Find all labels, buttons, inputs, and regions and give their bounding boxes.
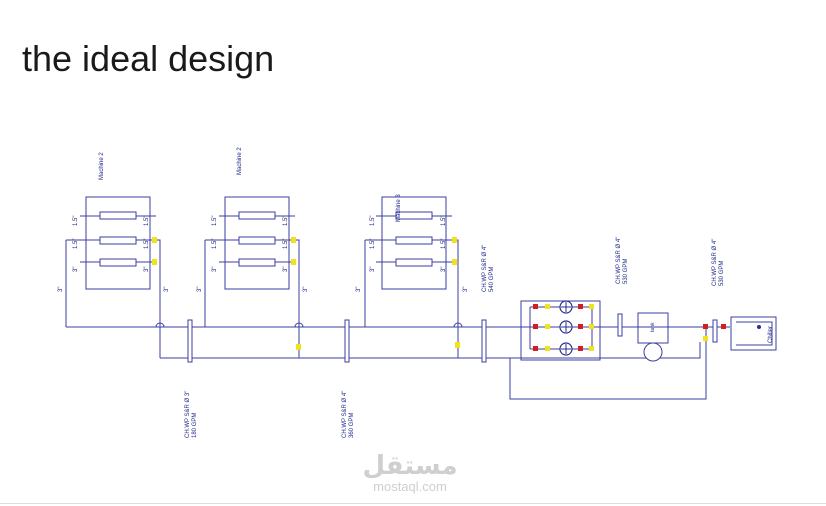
- machine-2-pipe-label-3: 3": [212, 267, 218, 272]
- spec-marker-5: [712, 319, 718, 343]
- crossover-3: [453, 322, 463, 328]
- svg-text:360 GPM: 360 GPM: [349, 413, 355, 438]
- svg-text:540 GPM: 540 GPM: [489, 267, 495, 292]
- pipe-spec-3: CH.WP S&R Ø 4" 540 GPM: [482, 245, 495, 292]
- machine-1-inlet-label: 3": [58, 287, 64, 292]
- machine-2-name: Machine 2: [237, 147, 243, 175]
- pipe-spec-5: CH.WP S&R Ø 4" 530 GPM: [712, 239, 725, 286]
- machine-1: [66, 196, 161, 358]
- chiller-label: Chiller: [768, 326, 774, 343]
- valve-yellow-1: [703, 336, 708, 341]
- svg-text:CH.WP S&R Ø 3": CH.WP S&R Ø 3": [185, 391, 191, 438]
- machine-3: [364, 196, 460, 358]
- svg-text:CH.WP S&R Ø 4": CH.WP S&R Ø 4": [712, 239, 718, 286]
- pipe-spec-4: CH.WP S&R Ø 4" 530 GPM: [616, 237, 629, 284]
- machine-2-pipe-label-1: 1.5": [212, 216, 218, 226]
- machine-3-outlet-label: 3": [463, 287, 469, 292]
- spec-marker-2: [344, 319, 350, 363]
- pump-skid: [520, 300, 601, 361]
- svg-text:180 GPM: 180 GPM: [192, 413, 198, 438]
- machine-1-outlet-label: 3": [164, 287, 170, 292]
- svg-text:CH.WP S&R Ø 4": CH.WP S&R Ø 4": [482, 245, 488, 292]
- valve-red-1: [703, 324, 708, 329]
- tank: [637, 312, 669, 362]
- pipe-spec-1: CH.WP S&R Ø 3" 180 GPM: [185, 391, 198, 438]
- watermark: مستقل mostaql.com: [350, 452, 470, 494]
- machine-1-pipe-label-1: 1.5": [73, 216, 79, 226]
- machine-1-right-label-2: 1.5": [144, 239, 150, 249]
- machine-3-pipe-label-1: 1.5": [370, 216, 376, 226]
- machine-2-inlet-label: 3": [197, 287, 203, 292]
- svg-text:CH.WP S&R Ø 4": CH.WP S&R Ø 4": [616, 237, 622, 284]
- spec-marker-4: [617, 313, 623, 337]
- machine-1-right-label-3: 3": [144, 267, 150, 272]
- svg-text:530 GPM: 530 GPM: [719, 261, 725, 286]
- bottom-divider: [0, 503, 826, 504]
- machine-2: [204, 196, 301, 358]
- watermark-arabic: مستقل: [362, 451, 458, 481]
- return-main-pipe: [160, 342, 701, 359]
- machine-3-inlet-label: 3": [356, 287, 362, 292]
- machine-2-right-label-1: 1.5": [283, 216, 289, 226]
- slide-title: the ideal design: [22, 38, 275, 79]
- tank-label: tank: [650, 322, 656, 332]
- chiller: [730, 316, 777, 351]
- pipe-spec-2: CH.WP S&R Ø 4" 360 GPM: [342, 391, 355, 438]
- valve-red-2: [721, 324, 726, 329]
- machine-3-name: Machine 3: [396, 194, 402, 222]
- watermark-latin: mostaql.com: [373, 479, 447, 494]
- machine-3-pipe-label-3: 3": [370, 267, 376, 272]
- machine-1-pipe-label-3: 3": [73, 267, 79, 272]
- machine-2-right-label-3: 3": [283, 267, 289, 272]
- loop-bottom-pipe: [509, 327, 707, 400]
- spec-marker-3: [481, 319, 487, 363]
- machine-3-right-label-1: 1.5": [441, 216, 447, 226]
- machine-3-right-label-2: 1.5": [441, 239, 447, 249]
- crossover-1: [155, 322, 165, 328]
- svg-text:CH.WP S&R Ø 4": CH.WP S&R Ø 4": [342, 391, 348, 438]
- crossover-2: [294, 322, 304, 328]
- machine-1-right-label-1: 1.5": [144, 216, 150, 226]
- machine-2-right-label-2: 1.5": [283, 239, 289, 249]
- machine-3-pipe-label-2: 1.5": [370, 239, 376, 249]
- machine-1-pipe-label-2: 1.5": [73, 239, 79, 249]
- machine-2-outlet-label: 3": [303, 287, 309, 292]
- svg-text:530 GPM: 530 GPM: [623, 259, 629, 284]
- machine-3-right-label-3: 3": [441, 267, 447, 272]
- spec-marker-1: [187, 319, 193, 363]
- machine-1-name: Machine 2: [99, 152, 105, 180]
- machine-2-pipe-label-2: 1.5": [212, 239, 218, 249]
